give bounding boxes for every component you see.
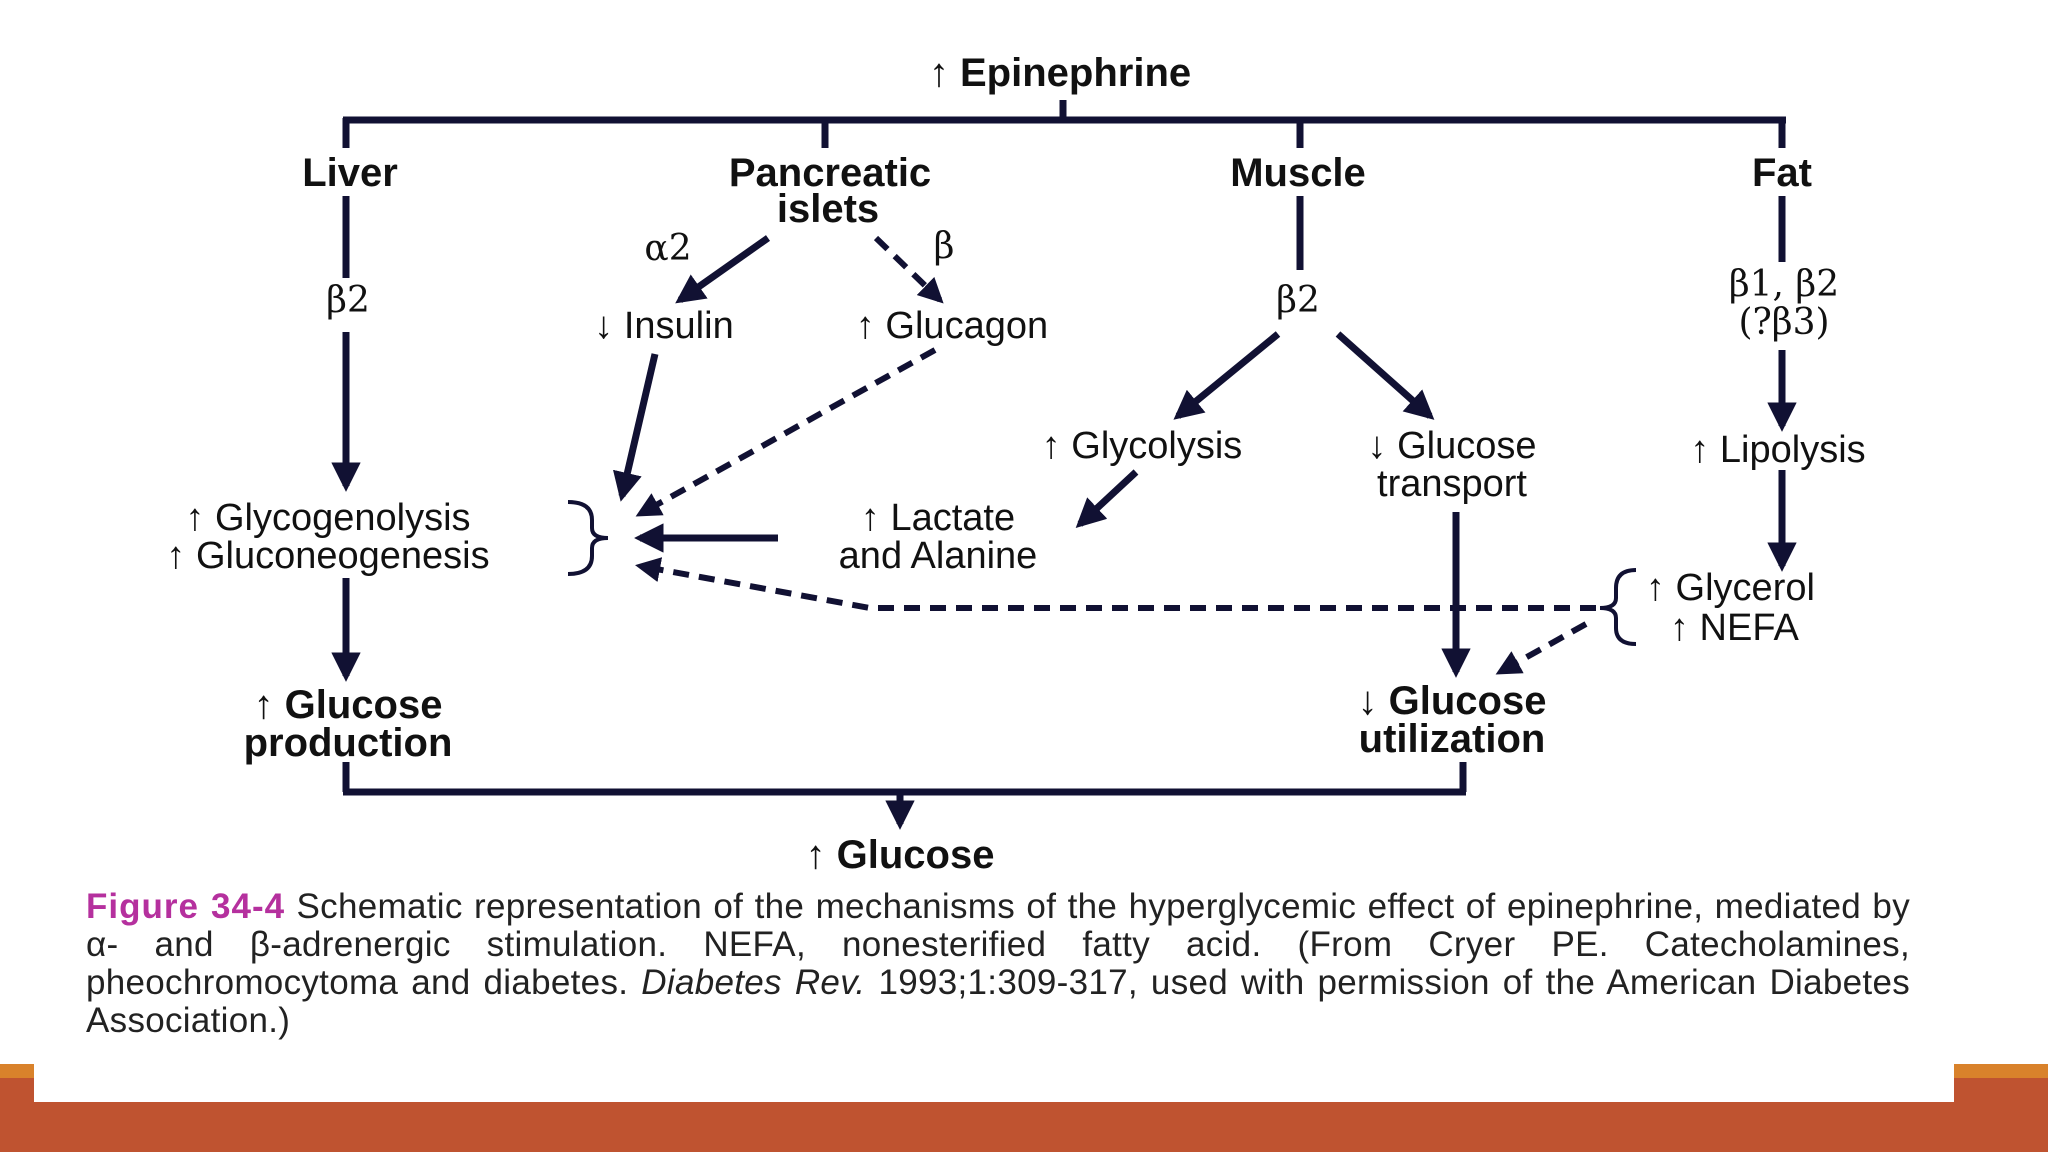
tissue-pancreatic-line1: Pancreatic xyxy=(729,151,931,195)
glycolysis-lactate-arrow xyxy=(1075,469,1139,529)
nefa-to-utilization-arrow xyxy=(1495,621,1588,675)
fat-beta3-receptor: (?β3) xyxy=(1738,302,1829,343)
lipolysis-effect: ↑ Lipolysis xyxy=(1690,429,1865,471)
glucagon-effect: ↑ Glucagon xyxy=(856,305,1048,347)
top-bracket xyxy=(342,100,1786,148)
nefa-effect: ↑ NEFA xyxy=(1670,607,1799,649)
muscle-beta2-receptor: β2 xyxy=(1276,280,1320,321)
fat-beta-receptors: β1, β2 xyxy=(1729,264,1839,305)
muscle-glucose-transport-arrow xyxy=(1335,331,1435,420)
caption-journal: Diabetes Rev. xyxy=(641,963,866,1002)
alpha2-insulin-arrow xyxy=(675,235,771,304)
glycolysis-effect: ↑ Glycolysis xyxy=(1042,425,1243,467)
lactate-line1: ↑ Lactate xyxy=(861,497,1015,539)
liver-beta2-receptor: β2 xyxy=(326,280,370,321)
caption-text-part2: 1993;1:309-317, used with permission of … xyxy=(86,963,1911,1040)
caption-text-part1: Schematic representation of the mechanis… xyxy=(86,887,1910,1002)
alpha2-receptor: α2 xyxy=(644,228,691,269)
footer-white-panel xyxy=(34,1050,1954,1102)
glucose-utilization-line1: ↓ Glucose xyxy=(1358,679,1547,723)
tissue-pancreatic-line2: islets xyxy=(777,187,879,231)
bottom-bracket xyxy=(342,762,1467,830)
lactate-line2: and Alanine xyxy=(839,535,1038,577)
glucose-production-line1: ↑ Glucose xyxy=(254,683,443,727)
tissue-liver: Liver xyxy=(302,151,398,195)
muscle-glycolysis-arrow xyxy=(1173,331,1281,420)
insulin-to-liver-arrow xyxy=(613,353,659,502)
figure-label: Figure 34-4 xyxy=(86,887,286,926)
glucose-utilization-line2: utilization xyxy=(1359,717,1546,761)
epinephrine-diagram: ↑ Epinephrine Liver Pancreatic islets Mu… xyxy=(166,51,1865,877)
figure-caption: Figure 34-4 Schematic representation of … xyxy=(86,888,1910,1040)
gluconeogenesis-effect: ↑ Gluconeogenesis xyxy=(166,535,489,577)
glucose-output-label: ↑ Glucose xyxy=(806,833,995,877)
beta-receptor: β xyxy=(934,226,955,267)
glucose-transport-line2: transport xyxy=(1377,463,1527,505)
glycerol-effect: ↑ Glycerol xyxy=(1646,567,1815,609)
glycogenolysis-effect: ↑ Glycogenolysis xyxy=(185,497,470,539)
beta-glucagon-arrow xyxy=(873,235,944,304)
tissue-muscle: Muscle xyxy=(1230,151,1366,195)
glycerol-to-liver-dashed-arrow xyxy=(635,557,1596,611)
glucose-transport-line1: ↓ Glucose xyxy=(1368,425,1537,467)
insulin-effect: ↓ Insulin xyxy=(594,305,733,347)
tissue-fat: Fat xyxy=(1752,151,1812,195)
glucagon-to-liver-arrow xyxy=(635,347,937,517)
glycogenolysis-brace xyxy=(567,500,609,576)
epinephrine-label: ↑ Epinephrine xyxy=(929,51,1191,95)
glucose-production-line2: production xyxy=(244,721,453,765)
glycerol-nefa-brace xyxy=(1599,568,1637,646)
